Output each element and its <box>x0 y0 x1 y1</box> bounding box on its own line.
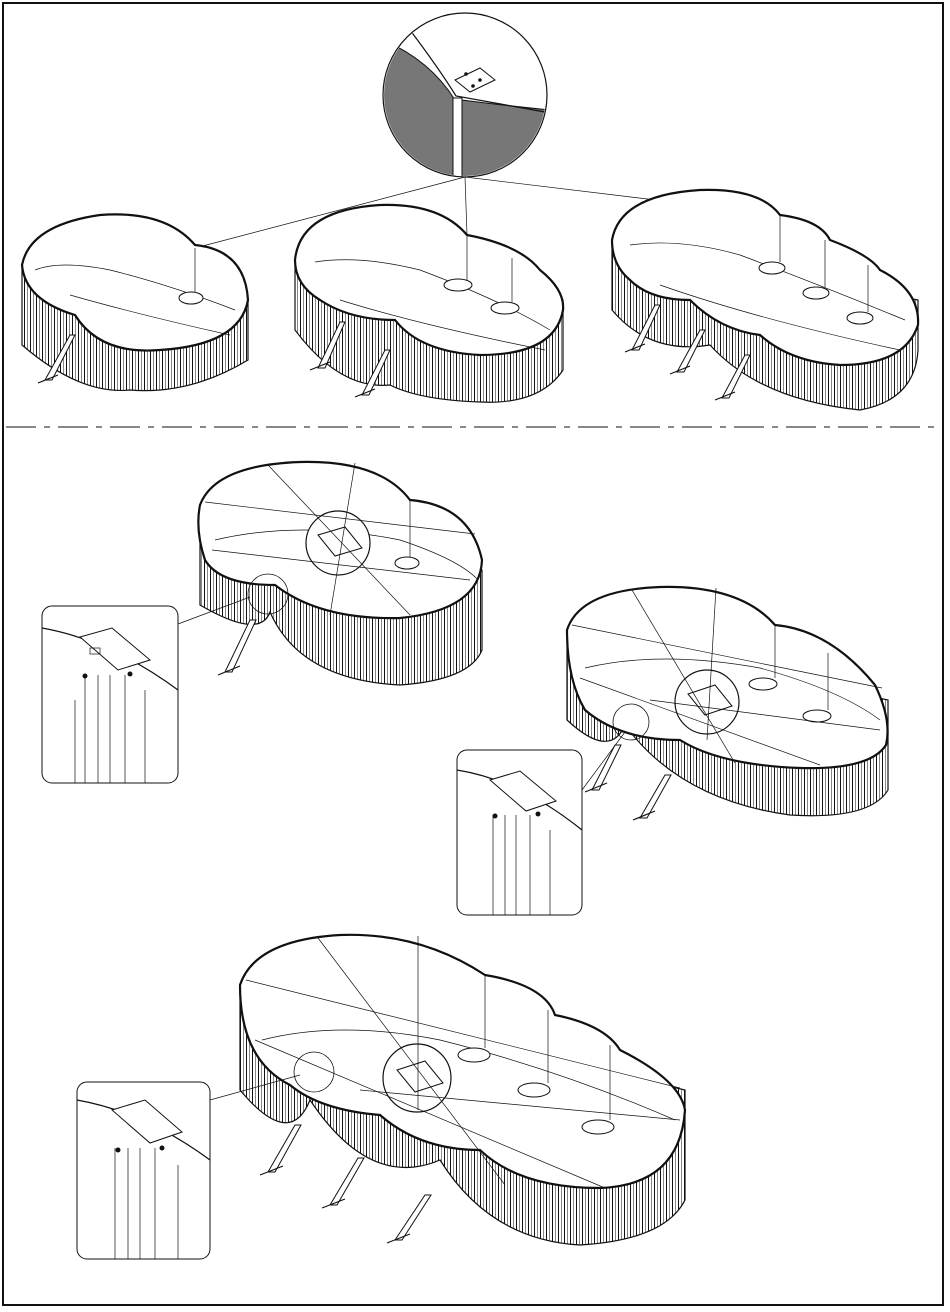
overview-pool-large <box>612 190 918 410</box>
top-seat <box>458 1048 490 1062</box>
step-pool-medium <box>567 587 888 820</box>
leader-to-medium <box>465 177 467 235</box>
top-seat <box>518 1083 550 1097</box>
top-seat <box>582 1120 614 1134</box>
pool-top-rail <box>240 935 685 1188</box>
top-seat <box>491 302 519 314</box>
top-seat <box>759 262 785 274</box>
overview-pool-small <box>22 214 248 390</box>
screw-icon <box>536 812 541 817</box>
screw-icon <box>160 1146 165 1151</box>
inset-detail-large <box>77 1082 210 1259</box>
top-seat <box>444 279 472 291</box>
top-seat <box>803 287 829 299</box>
step-pool-large <box>210 935 685 1245</box>
top-seat <box>395 557 419 569</box>
buttress-leg <box>640 775 671 818</box>
detail-wall-right <box>462 100 550 180</box>
buttress-leg <box>225 620 256 672</box>
buttress-leg <box>268 1125 301 1172</box>
buttress-leg <box>395 1195 431 1240</box>
overview-pool-medium <box>295 205 563 402</box>
buttress-leg <box>330 1158 364 1205</box>
inset-detail-small <box>42 606 178 783</box>
screw-icon <box>116 1148 121 1153</box>
screw-icon <box>128 672 133 677</box>
top-seat <box>847 312 873 324</box>
screw-icon <box>83 674 88 679</box>
top-seat <box>749 678 777 690</box>
detail-upright <box>453 98 462 188</box>
top-seat <box>179 292 203 304</box>
step-pool-small <box>178 462 482 685</box>
inset-detail-medium <box>457 750 582 915</box>
screw-icon <box>493 814 498 819</box>
